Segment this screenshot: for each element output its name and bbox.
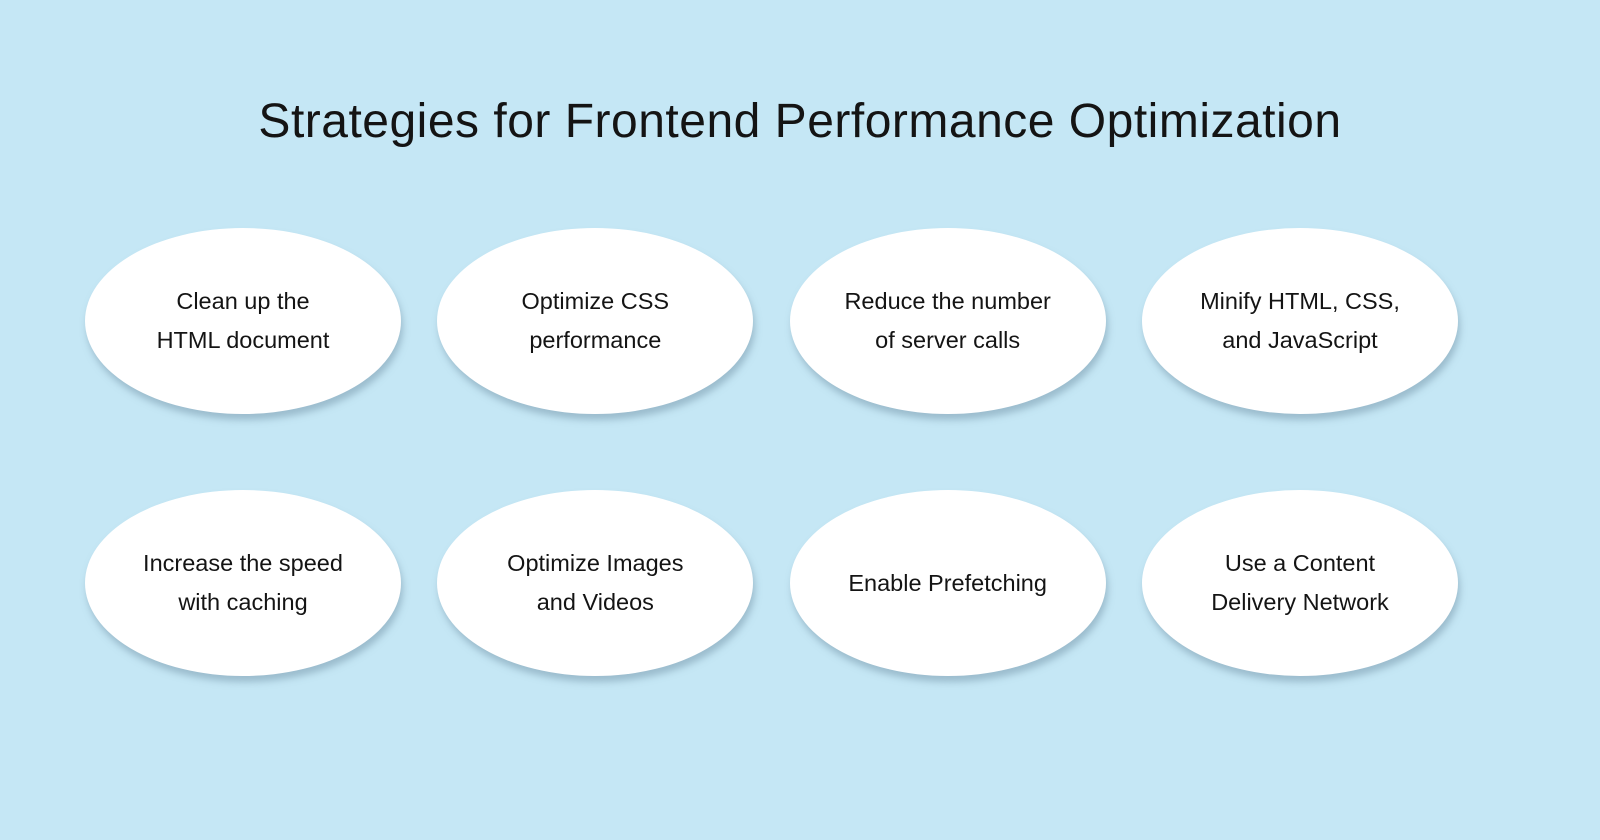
page-title: Strategies for Frontend Performance Opti…	[258, 95, 1342, 149]
strategy-bubble-prefetching: Enable Prefetching	[789, 490, 1106, 676]
strategy-bubble-reduce-server-calls: Reduce the number of server calls	[789, 228, 1106, 414]
strategy-label: Increase the speed with caching	[143, 550, 343, 615]
strategy-label: Clean up the HTML document	[156, 288, 330, 353]
strategy-label: Reduce the number of server calls	[844, 288, 1051, 353]
strategy-row-2: Increase the speed with caching Optimize…	[85, 490, 1458, 676]
strategy-bubble-minify: Minify HTML, CSS, and JavaScript	[1141, 228, 1458, 414]
strategy-bubble-cdn: Use a Content Delivery Network	[1141, 490, 1458, 676]
strategy-label: Optimize Images and Videos	[507, 550, 684, 615]
strategy-row-1: Clean up the HTML document Optimize CSS …	[85, 228, 1458, 414]
strategy-bubble-clean-html: Clean up the HTML document	[85, 228, 401, 414]
strategy-label: Enable Prefetching	[848, 569, 1047, 596]
strategy-bubble-optimize-media: Optimize Images and Videos	[437, 490, 754, 676]
strategy-label: Minify HTML, CSS, and JavaScript	[1200, 288, 1400, 353]
strategy-bubble-optimize-css: Optimize CSS performance	[437, 228, 754, 414]
strategy-bubble-caching: Increase the speed with caching	[85, 490, 401, 676]
strategy-label: Use a Content Delivery Network	[1211, 550, 1389, 615]
strategy-label: Optimize CSS performance	[521, 288, 670, 353]
strategy-grid: Clean up the HTML document Optimize CSS …	[85, 228, 1458, 676]
